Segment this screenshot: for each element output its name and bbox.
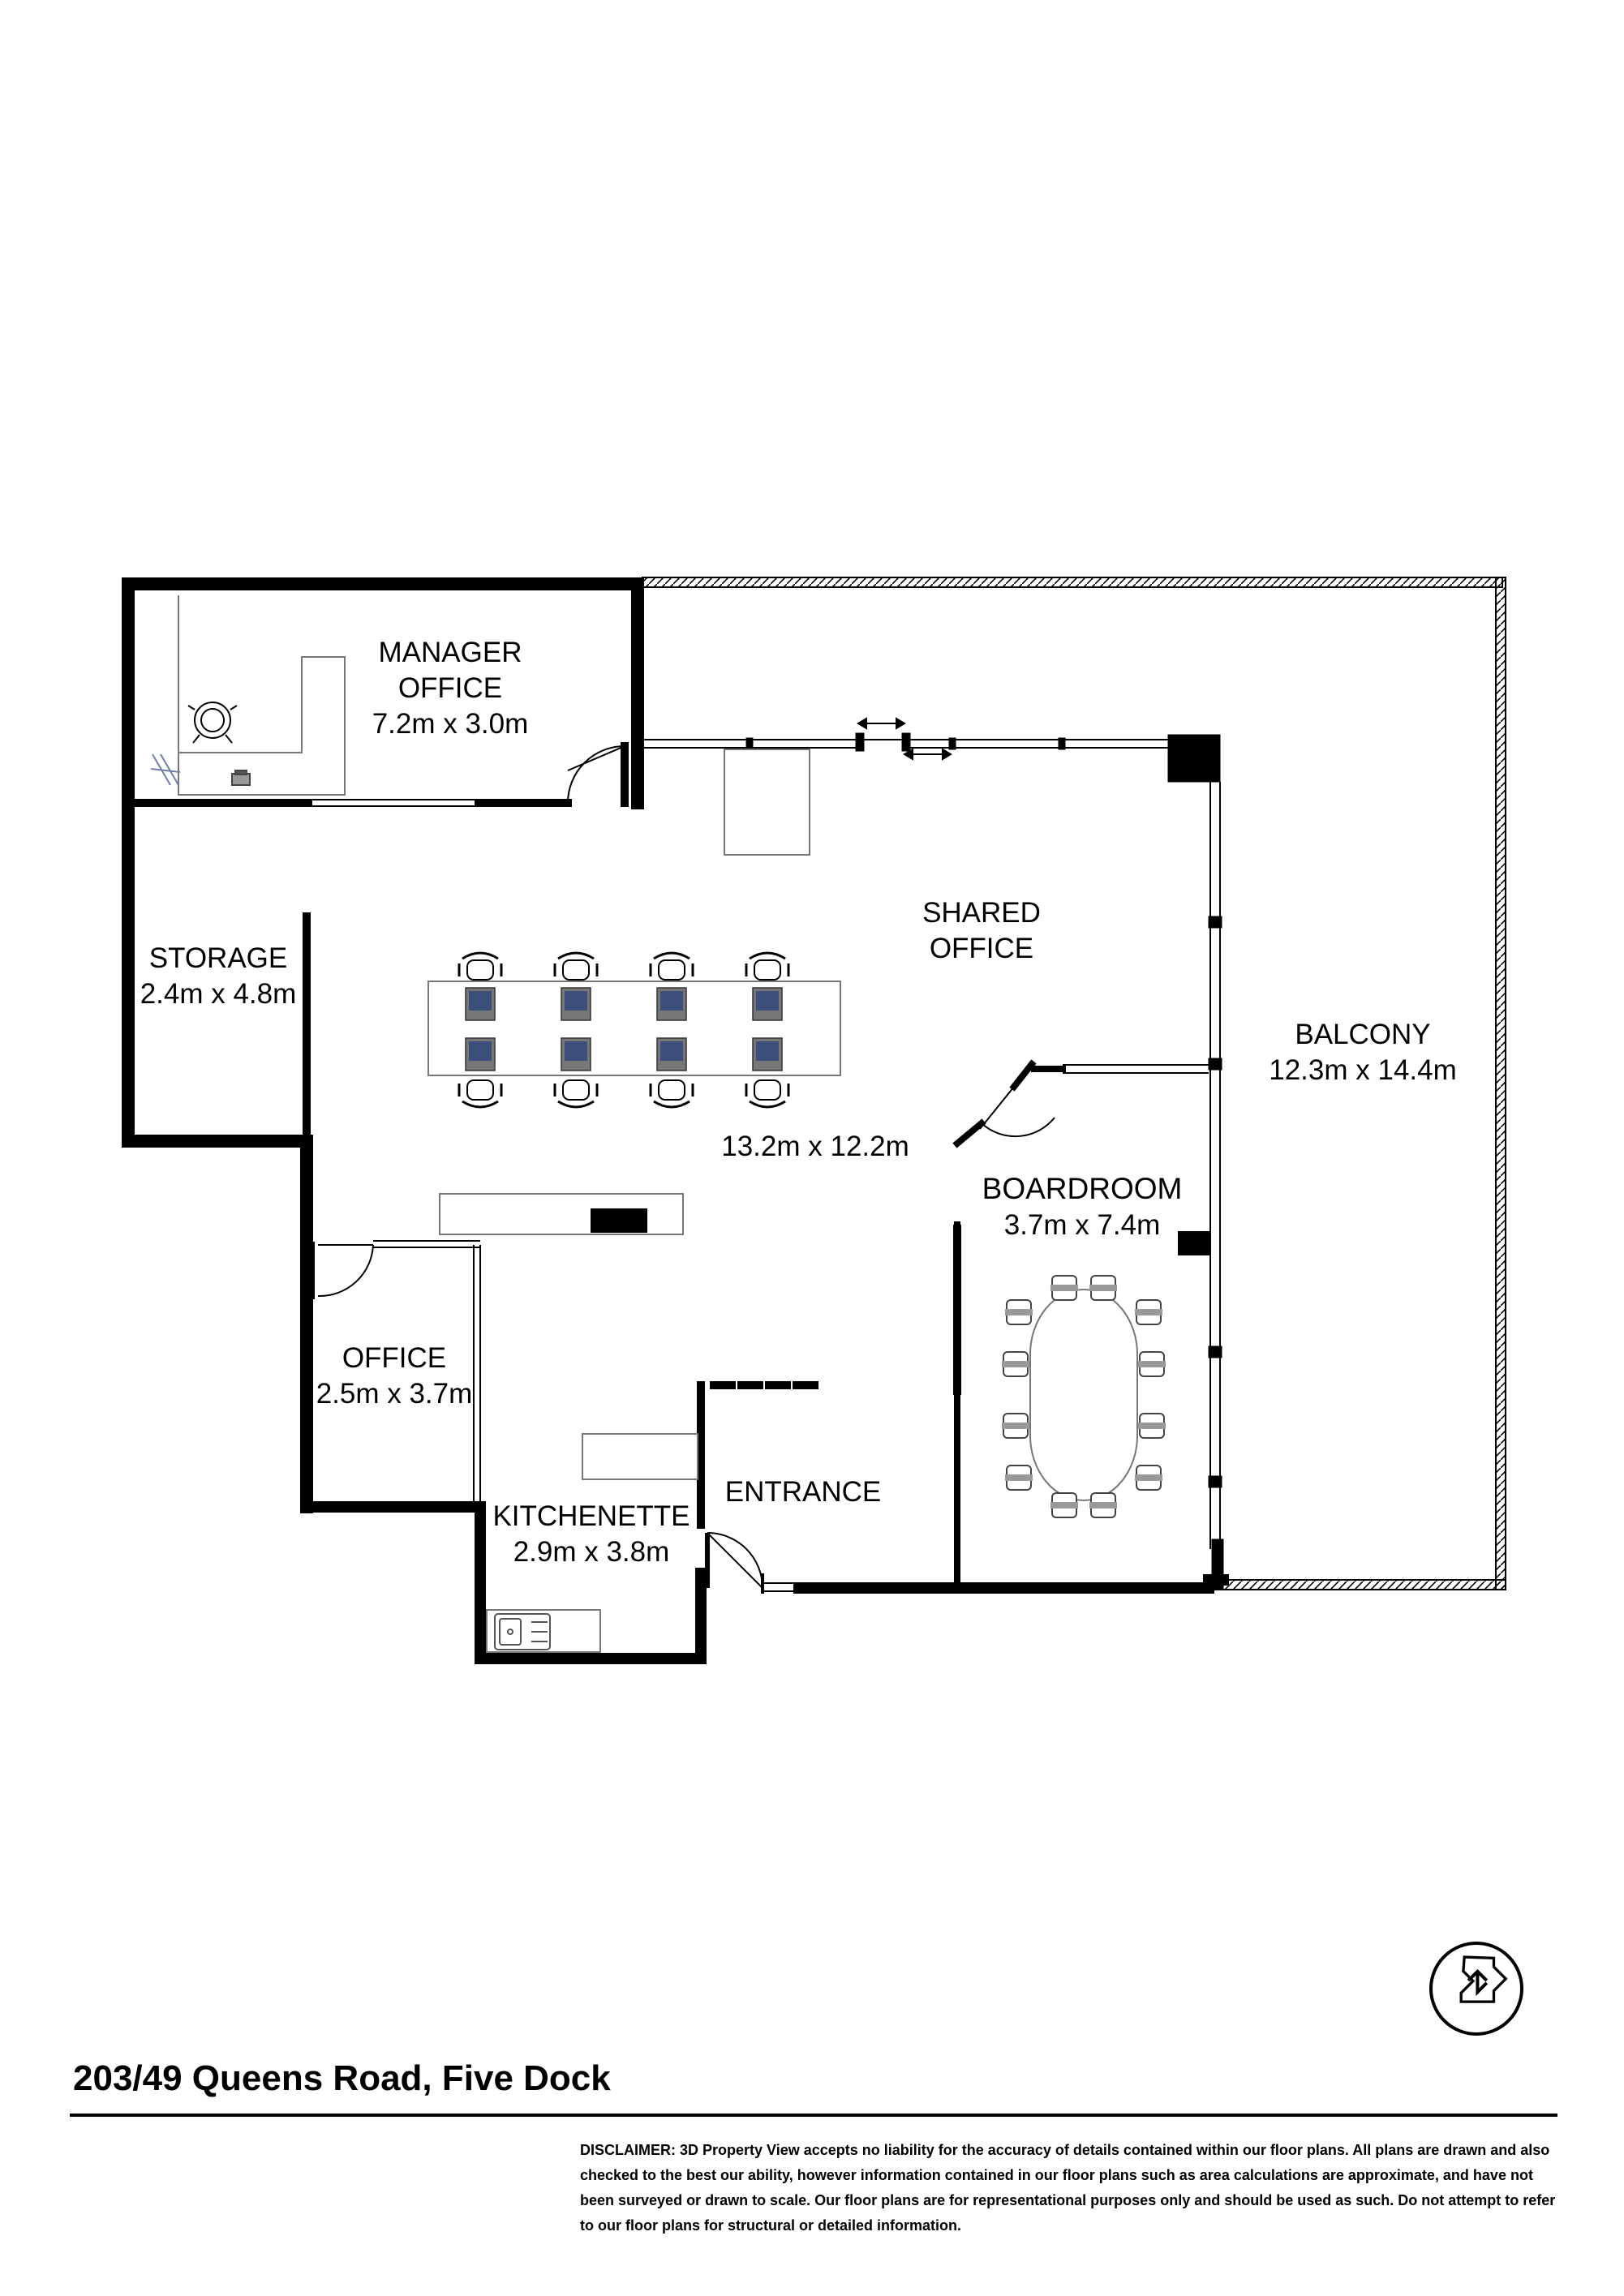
boardroom-chair-back <box>1005 1474 1033 1481</box>
room-label-entrance: ENTRANCE <box>714 1474 892 1510</box>
room-label-boardroom: BOARDROOM 3.7m x 7.4m <box>959 1170 1205 1243</box>
boardroom-name: BOARDROOM <box>982 1172 1183 1205</box>
balcony-outline <box>642 577 1506 1590</box>
laptop-icon <box>465 1037 496 1071</box>
shared-office-name-1: SHARED <box>922 897 1041 929</box>
storage-dims: 2.4m x 4.8m <box>140 977 297 1010</box>
office-chair-icon <box>649 951 694 981</box>
storage-name: STORAGE <box>148 942 288 974</box>
shared-office-name-2: OFFICE <box>929 932 1034 964</box>
disclaimer: DISCLAIMER: 3D Property View accepts no … <box>580 2138 1566 2238</box>
office-dims: 2.5m x 3.7m <box>316 1377 473 1410</box>
laptop-icon <box>752 1037 783 1071</box>
office-chair-icon <box>194 702 231 739</box>
boardroom-chair-back <box>1135 1474 1162 1481</box>
divider <box>70 2114 1557 2117</box>
sink-icon <box>494 1613 551 1650</box>
boardroom-chair-back <box>1089 1502 1117 1508</box>
laptop-icon <box>465 987 496 1021</box>
office-chair-icon <box>649 1079 694 1109</box>
office-door <box>317 1244 374 1298</box>
boardroom-chair-back <box>1002 1361 1029 1367</box>
boardroom-chair-back <box>1135 1309 1162 1315</box>
boardroom-chair-back <box>1005 1309 1033 1315</box>
manager-office-furniture <box>150 595 346 796</box>
office-chair-icon <box>553 1079 599 1109</box>
room-label-balcony: BALCONY 12.3m x 14.4m <box>1241 1017 1484 1088</box>
laptop-icon <box>561 1037 591 1071</box>
balcony-dims: 12.3m x 14.4m <box>1269 1054 1457 1086</box>
boardroom-chair-back <box>1050 1285 1078 1291</box>
manager-office-name-1: MANAGER <box>378 637 522 668</box>
office-chair-icon <box>458 951 503 981</box>
boardroom-chair-back <box>1089 1285 1117 1291</box>
doors <box>317 745 1055 1594</box>
kitchenette-furniture <box>486 1433 698 1653</box>
kitchenette-name: KITCHENETTE <box>492 1500 690 1532</box>
room-label-kitchenette: KITCHENETTE 2.9m x 3.8m <box>482 1499 701 1570</box>
kitchenette-dims: 2.9m x 3.8m <box>513 1535 670 1568</box>
entrance-door <box>707 1532 763 1589</box>
manager-office-dims: 7.2m x 3.0m <box>372 707 529 740</box>
boardroom-chair-back <box>1002 1423 1029 1429</box>
room-label-manager-office: MANAGER OFFICE 7.2m x 3.0m <box>341 635 560 741</box>
desk-phone-icon <box>231 770 251 786</box>
property-address: 203/49 Queens Road, Five Dock <box>73 2058 611 2098</box>
office-chair-icon <box>745 1079 790 1109</box>
shared-office-dims: 13.2m x 12.2m <box>721 1131 909 1162</box>
north-arrow-icon <box>1429 1942 1523 2036</box>
boardroom-chair-back <box>1138 1423 1166 1429</box>
office-chair-icon <box>745 951 790 981</box>
laptop-icon <box>752 987 783 1021</box>
office-name: OFFICE <box>342 1342 447 1374</box>
disclaimer-text: 3D Property View accepts no liability fo… <box>580 2142 1556 2234</box>
entrance-name: ENTRANCE <box>724 1476 882 1508</box>
office-chair-icon <box>458 1079 503 1109</box>
room-label-shared-office: SHARED OFFICE <box>876 895 1087 967</box>
shared-office-furniture <box>427 749 841 1235</box>
laptop-icon <box>656 987 687 1021</box>
balcony-name: BALCONY <box>1295 1019 1431 1050</box>
boardroom-door <box>979 1086 1055 1138</box>
boardroom-dims: 3.7m x 7.4m <box>1003 1209 1161 1242</box>
glazing <box>308 732 1224 1592</box>
manager-office-door <box>567 745 625 804</box>
manager-office-name-2: OFFICE <box>397 672 503 704</box>
sliding-door-arrows <box>857 717 952 761</box>
room-label-storage: STORAGE 2.4m x 4.8m <box>130 941 307 1012</box>
boardroom-chair-back <box>1050 1502 1078 1508</box>
laptop-icon <box>656 1037 687 1071</box>
disclaimer-label: DISCLAIMER: <box>580 2142 676 2158</box>
office-chair-icon <box>553 951 599 981</box>
boardroom-furniture <box>1002 1231 1210 1518</box>
room-label-office: OFFICE 2.5m x 3.7m <box>308 1341 480 1412</box>
desk-lamp-icon <box>150 753 181 786</box>
laptop-icon <box>561 987 591 1021</box>
boardroom-chair-back <box>1138 1361 1166 1367</box>
